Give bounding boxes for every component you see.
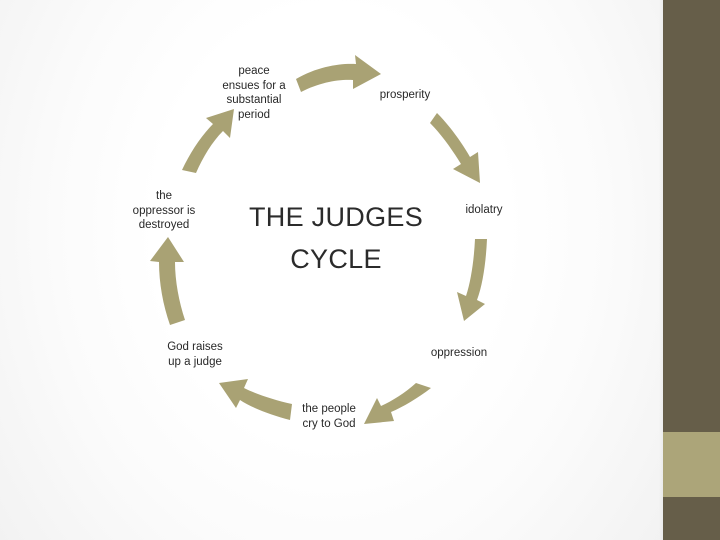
cycle-node-peace: peace ensues for a substantial period xyxy=(222,65,286,121)
cycle-node-prosperity: prosperity xyxy=(379,89,431,101)
cycle-arrow-ring xyxy=(150,55,487,424)
arrow-idolatry-to-oppression xyxy=(457,239,487,321)
cycle-node-god-raises-judge: God raises up a judge xyxy=(167,341,223,368)
cycle-node-oppressor-destroyed: the oppressor is destroyed xyxy=(132,190,196,231)
arrow-destroyed-to-peace xyxy=(182,109,234,173)
arrow-oppression-to-cry xyxy=(364,383,431,424)
cycle-node-oppression: oppression xyxy=(430,347,488,359)
right-sidebar-accent-block xyxy=(663,432,720,497)
cycle-node-idolatry: idolatry xyxy=(465,204,503,216)
arrow-cry-to-judge xyxy=(219,379,292,420)
arrow-prosperity-to-idolatry xyxy=(430,113,480,183)
cycle-node-cry-to-god: the people cry to God xyxy=(302,403,356,430)
sidebar-edge-shadow xyxy=(659,0,664,540)
arrow-peace-to-prosperity xyxy=(296,55,381,92)
page-title: THE JUDGES CYCLE xyxy=(248,202,424,274)
arrow-judge-to-destroyed xyxy=(150,237,185,325)
